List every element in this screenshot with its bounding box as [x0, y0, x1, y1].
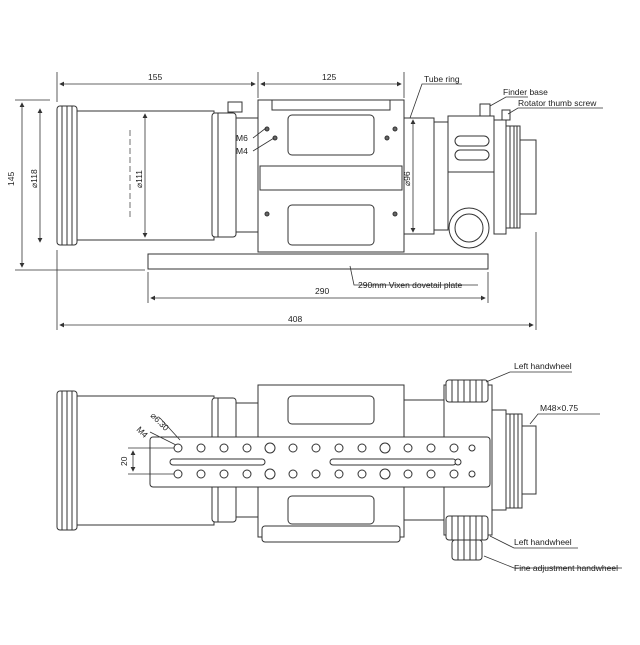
bottom-view-dimensions	[128, 371, 622, 569]
main-tube-rear	[211, 101, 259, 238]
leader-dovetail	[349, 265, 478, 286]
left-handwheel-top-label: Left handwheel	[514, 361, 572, 371]
side-view-dimensions	[15, 72, 603, 330]
m6-label: M6	[236, 133, 248, 143]
side-view-labels: 155 125 145 ⌀118 ⌀111 ⌀96 290 408 Tube r…	[6, 72, 597, 324]
dovetail-slot-left	[169, 458, 266, 466]
dim-290-label: 290	[315, 286, 329, 296]
leader-fine-adjustment	[483, 555, 622, 569]
fine-adjustment-handwheel	[451, 539, 483, 561]
dim-155-label: 155	[148, 72, 162, 82]
rotator-rings	[509, 126, 518, 228]
m4-label: M4	[236, 146, 248, 156]
leader-m6	[252, 127, 267, 139]
m48-label: M48×0.75	[540, 403, 578, 413]
leader-left-handwheel-bottom	[489, 535, 578, 549]
leader-finder-base	[489, 96, 528, 107]
rotator-thumb-screw-label: Rotator thumb screw	[518, 98, 597, 108]
left-handwheel-top	[445, 379, 489, 403]
bottom-view	[56, 379, 537, 561]
dim-118-label: ⌀118	[29, 169, 39, 188]
focuser	[403, 103, 537, 249]
dim-20-label: 20	[119, 456, 129, 466]
tube-ring-label: Tube ring	[424, 74, 460, 84]
dim-96-label: ⌀96	[402, 171, 412, 186]
leader-m4	[252, 137, 275, 152]
leader-tube-ring	[409, 83, 462, 119]
tube-ring	[257, 99, 405, 253]
fine-adjustment-label: Fine adjustment handwheel	[514, 563, 618, 573]
dim-408-label: 408	[288, 314, 302, 324]
dovetail-label: 290mm Vixen dovetail plate	[358, 280, 463, 290]
left-handwheel-bottom-label: Left handwheel	[514, 537, 572, 547]
thumb-screw	[479, 103, 491, 117]
leader-630	[159, 417, 181, 441]
finder-base-label: Finder base	[503, 87, 548, 97]
side-view	[56, 99, 537, 270]
dim-145-label: 145	[6, 172, 16, 186]
dim-125-label: 125	[322, 72, 336, 82]
leader-left-handwheel-top	[485, 371, 572, 383]
dovetail-plate	[147, 253, 489, 270]
leader-m48	[529, 413, 600, 425]
leader-m4-bottom	[149, 431, 177, 446]
dim-111-label: ⌀111	[134, 170, 144, 188]
top-knob	[227, 101, 243, 113]
leader-rotator-screw	[507, 107, 603, 115]
dovetail-slot-right	[329, 458, 457, 466]
dovetail-holes	[173, 442, 476, 480]
